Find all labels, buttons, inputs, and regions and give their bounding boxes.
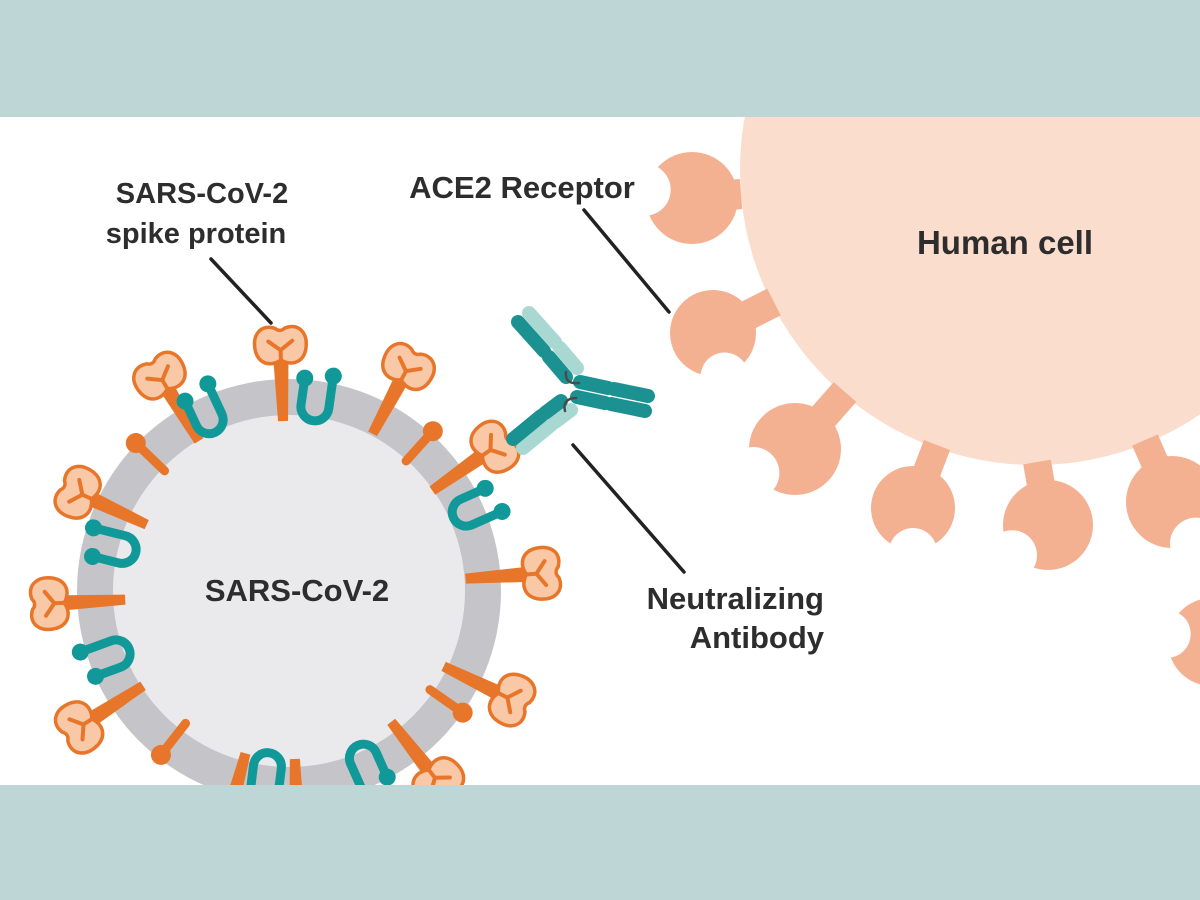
- ace2-receptor-binding-pocket: [727, 447, 780, 499]
- antibody-hinge: [564, 370, 581, 385]
- ace2-receptor-label: ACE2 Receptor: [409, 170, 635, 205]
- neutralizing-antibody: [506, 306, 655, 455]
- ace2-receptor-head: [670, 290, 756, 376]
- antibody-light-chain: [516, 418, 558, 455]
- neutralizing-antibody-label-line2: Antibody: [690, 620, 825, 655]
- ace2-receptor-binding-pocket: [987, 530, 1037, 581]
- antibody-fc-segment: [607, 382, 655, 403]
- ace2-receptor: [1126, 434, 1200, 570]
- ace2-receptor: [871, 440, 955, 576]
- ace2-receptor: [727, 382, 857, 499]
- antibody-heavy-chain: [511, 315, 551, 358]
- antibody-leader-line: [571, 443, 686, 574]
- ace2-receptor-binding-pocket: [618, 163, 671, 216]
- ace2-leader-line: [582, 208, 671, 314]
- antibody-light-chain: [548, 403, 578, 429]
- spike-protein-label-line2: spike protein: [106, 218, 287, 250]
- ace2-receptor: [670, 288, 781, 401]
- antibody-light-chain: [553, 341, 584, 375]
- antibody-heavy-chain: [542, 350, 573, 384]
- ace2-receptor-binding-pocket: [1142, 610, 1191, 658]
- ace2-receptor-binding-pocket: [1170, 517, 1200, 570]
- neutralizing-antibody-label-line1: Neutralizing: [647, 581, 824, 616]
- virus-body: [113, 415, 465, 767]
- antibody-fc-segment: [573, 375, 615, 395]
- human-cell-label: Human cell: [917, 224, 1093, 261]
- ace2-receptor-binding-pocket: [700, 352, 749, 401]
- neutralizing-antibody-label: Neutralizing Antibody: [647, 581, 825, 655]
- antibody-heavy-chain: [506, 409, 548, 446]
- ace2-receptor-head: [871, 466, 955, 550]
- sars-cov-2-virus: SARS-CoV-2: [30, 326, 564, 785]
- antibody-heavy-chain: [538, 394, 568, 420]
- spike-protein-label: SARS-CoV-2 spike protein: [106, 178, 288, 250]
- antibody-fc-segment: [604, 397, 652, 418]
- ace2-receptor: [1142, 599, 1200, 685]
- antibody-hinge: [563, 396, 578, 413]
- ace2-receptor: [987, 459, 1093, 581]
- spike-protein-leader-line: [209, 257, 273, 325]
- antibody-light-chain: [522, 306, 562, 349]
- virus-name-label: SARS-CoV-2: [205, 573, 389, 608]
- human-cell-membrane: [740, 117, 1200, 465]
- ace2-receptors: [618, 152, 1200, 685]
- ace2-receptor-head: [646, 152, 738, 244]
- spike-protein-label-line1: SARS-CoV-2: [116, 178, 288, 210]
- ace2-receptor-binding-pocket: [889, 528, 937, 576]
- ace2-receptor: [618, 152, 743, 244]
- human-cell: Human cell: [618, 117, 1200, 685]
- antibody-fc-segment: [570, 390, 612, 410]
